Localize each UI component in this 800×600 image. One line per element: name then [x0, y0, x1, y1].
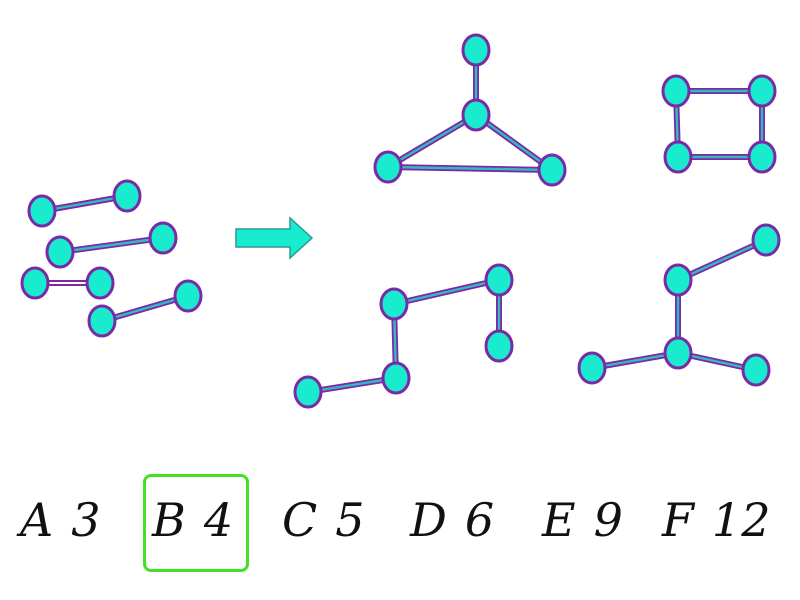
stick-3	[20, 266, 115, 300]
option-letter: B	[152, 493, 186, 547]
triangle-shape	[373, 33, 567, 187]
option-letter: A	[20, 493, 54, 547]
option-letter: F	[662, 493, 694, 547]
loose-sticks-group	[20, 179, 203, 338]
square-shape	[661, 74, 777, 174]
option-number: 12	[711, 493, 771, 547]
option-number: 5	[335, 493, 365, 547]
option-number: 4	[203, 493, 234, 547]
right-arrow-icon	[235, 216, 314, 260]
stick-2	[45, 221, 178, 269]
answer-option-f[interactable]: F 12	[662, 490, 770, 550]
option-letter: D	[410, 493, 447, 547]
option-number: 6	[464, 493, 495, 547]
option-number: 3	[71, 493, 101, 547]
option-letter: E	[542, 493, 576, 547]
stick-1	[27, 179, 142, 228]
tree-shape	[577, 223, 781, 387]
selected-answer-box	[143, 474, 249, 572]
option-letter: C	[282, 493, 318, 547]
zigzag-shape	[293, 263, 514, 409]
stick-4	[87, 279, 203, 338]
option-number: 9	[593, 493, 623, 547]
